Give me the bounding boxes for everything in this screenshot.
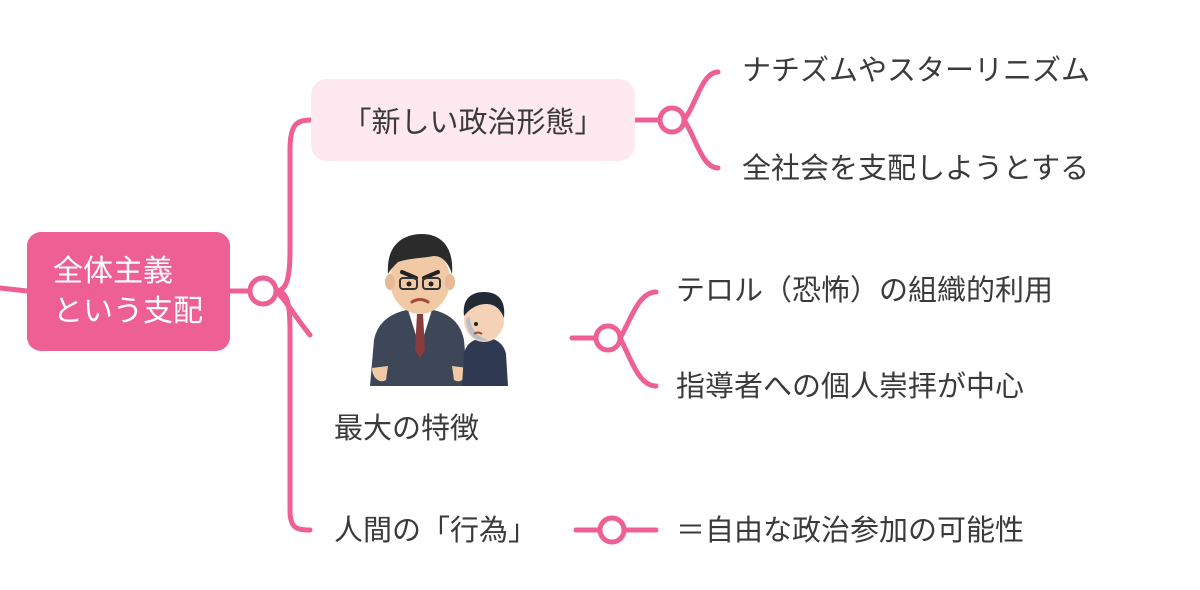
businessman-glasses-right: [422, 277, 441, 290]
businessman-ear-right: [445, 274, 455, 290]
leaf-node[interactable]: テロル（恐怖）の組織的利用: [676, 273, 1054, 307]
scared-person-body: [462, 338, 508, 386]
branch2-down-curve: [617, 335, 659, 389]
branch1-up-curve: [681, 69, 721, 123]
angry-businessman-illustration: [370, 234, 508, 386]
leaf-node[interactable]: ＝自由な政治参加の可能性: [676, 513, 1025, 547]
scared-person-mouth: [473, 331, 483, 335]
spine-bottom-curve: [273, 288, 313, 533]
leaf-node[interactable]: 全社会を支配しようとする: [742, 151, 1090, 185]
branch-node-new-political-form[interactable]: 「新しい政治形態」: [311, 79, 635, 161]
scared-person-eye: [474, 322, 478, 326]
businessman-mouth: [410, 298, 430, 304]
spine-top-curve: [273, 117, 314, 294]
root-left-stub: [0, 285, 30, 294]
branch2-hub-circle: [593, 323, 623, 353]
branch1-down-curve: [681, 117, 721, 171]
branch2-up-curve: [617, 289, 659, 341]
businessman-ear: [385, 274, 395, 290]
root-hub-circle: [247, 275, 279, 307]
branch-node-main-feature[interactable]: 最大の特徴: [334, 411, 480, 445]
businessman-eye-right: [428, 281, 434, 287]
root-line-1: 全体主義: [53, 253, 173, 289]
businessman-tie: [415, 314, 425, 358]
leaf-node[interactable]: 指導者への個人崇拝が中心: [676, 369, 1025, 403]
businessman-eye-left: [406, 281, 412, 287]
leaf-node[interactable]: ナチズムやスターリニズム: [742, 53, 1091, 87]
scared-person-hair: [463, 292, 505, 318]
branch-node-human-action[interactable]: 人間の「行為」: [334, 513, 538, 547]
spine-middle-curve: [273, 288, 313, 338]
scared-person-shade: [466, 316, 488, 341]
businessman-hand-left: [372, 366, 388, 382]
branch1-hub-circle: [657, 105, 687, 135]
root-line-2: という支配: [53, 293, 203, 329]
businessman-face: [390, 246, 450, 314]
branch3-hub-circle: [597, 515, 627, 545]
branch-label: 「新しい政治形態」: [342, 105, 604, 139]
root-node[interactable]: 全体主義 という支配: [27, 232, 230, 351]
businessman-glasses-left: [399, 277, 418, 290]
businessman-hair: [387, 234, 453, 274]
